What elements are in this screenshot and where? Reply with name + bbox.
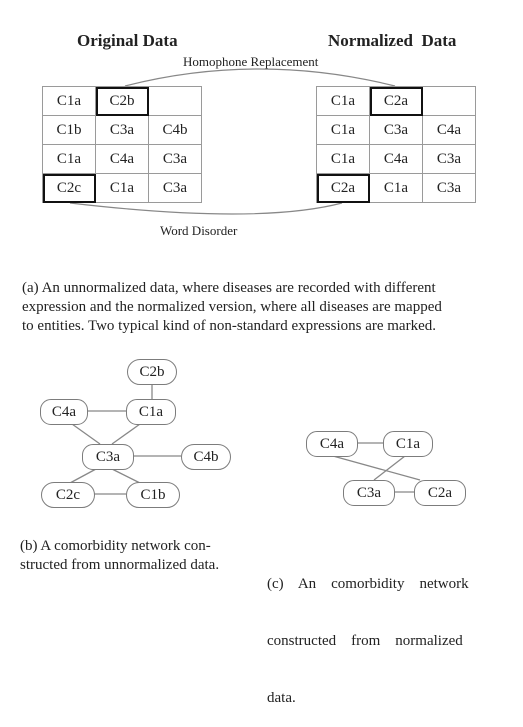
- caption-b: (b) A comorbidity network con- structed …: [20, 537, 219, 575]
- table-cell: C4a: [422, 115, 476, 145]
- table-cell: C1a: [316, 115, 370, 145]
- table-cell: C1a: [95, 173, 149, 203]
- caption-line: structed from unnormalized data.: [20, 557, 220, 573]
- table-cell: C3a: [95, 115, 149, 145]
- node-c3a: C3a: [82, 444, 134, 470]
- table-row: C2c C1a C3a: [42, 173, 202, 203]
- table-cell-marked: C2a: [369, 86, 423, 116]
- table-row: C1a C2a: [316, 86, 476, 116]
- table-cell: C1a: [42, 144, 96, 174]
- normalized-data-title: Normalized Data: [328, 31, 457, 50]
- table-cell: [148, 86, 202, 116]
- table-cell-marked: C2b: [95, 86, 149, 116]
- table-cell: C4a: [95, 144, 149, 174]
- table-cell: [422, 86, 476, 116]
- homophone-arc: [124, 68, 396, 87]
- connector-lines: [69, 68, 421, 495]
- table-cell: C1a: [42, 86, 96, 116]
- table-row: C1b C3a C4b: [42, 115, 202, 145]
- node-c1a: C1a: [126, 399, 176, 425]
- table-cell: C4b: [148, 115, 202, 145]
- edge-c4a-c3a-b: [71, 423, 101, 445]
- table-cell: C1a: [316, 86, 370, 116]
- table-cell-marked: C2c: [42, 173, 96, 203]
- node-c4a: C4a: [40, 399, 88, 425]
- table-cell: C3a: [422, 173, 476, 203]
- edge-c1a-c3a-c: [373, 455, 406, 481]
- node-c2b: C2b: [127, 359, 177, 385]
- word-disorder-label: Word Disorder: [160, 223, 238, 238]
- normalized-data-table: C1a C2a C1a C3a C4a C1a C4a C3a C2a C1a …: [316, 86, 476, 203]
- caption-c: (c) An comorbidity network constructed f…: [267, 537, 469, 727]
- edge-c4a-c2a: [332, 455, 421, 481]
- caption-line: (b) A comorbidity network con-: [20, 538, 211, 554]
- table-cell-marked: C2a: [316, 173, 370, 203]
- homophone-replacement-label: Homophone Replacement: [183, 54, 319, 69]
- node-c1b: C1b: [126, 482, 180, 508]
- caption-a: (a) An unnormalized data, where diseases…: [22, 279, 442, 336]
- caption-line: data.: [267, 690, 296, 706]
- table-row: C2a C1a C3a: [316, 173, 476, 203]
- caption-line: (a) An unnormalized data, where diseases…: [22, 280, 436, 296]
- table-cell: C1b: [42, 115, 96, 145]
- table-cell: C1a: [316, 144, 370, 174]
- caption-line: (c) An comorbidity network: [267, 576, 469, 592]
- node-c3a: C3a: [343, 480, 395, 506]
- table-row: C1a C3a C4a: [316, 115, 476, 145]
- caption-line: constructed from normalized: [267, 633, 463, 649]
- table-cell: C3a: [148, 144, 202, 174]
- table-row: C1a C4a C3a: [316, 144, 476, 174]
- node-c2a: C2a: [414, 480, 466, 506]
- original-data-title: Original Data: [77, 31, 178, 50]
- table-cell: C3a: [148, 173, 202, 203]
- table-row: C1a C2b: [42, 86, 202, 116]
- caption-line: to entities. Two typical kind of non-sta…: [22, 318, 436, 334]
- edge-c3a-c1b: [111, 468, 141, 484]
- table-cell: C4a: [369, 144, 423, 174]
- edge-c3a-c2c: [69, 468, 97, 484]
- node-c1a: C1a: [383, 431, 433, 457]
- table-row: C1a C4a C3a: [42, 144, 202, 174]
- node-c4b: C4b: [181, 444, 231, 470]
- node-c2c: C2c: [41, 482, 95, 508]
- original-data-table: C1a C2b C1b C3a C4b C1a C4a C3a C2c C1a …: [42, 86, 202, 203]
- table-cell: C1a: [369, 173, 423, 203]
- node-c4a: C4a: [306, 431, 358, 457]
- word-disorder-arc: [69, 202, 343, 215]
- edge-c1a-c3a-b: [111, 423, 141, 445]
- table-cell: C3a: [369, 115, 423, 145]
- table-cell: C3a: [422, 144, 476, 174]
- caption-line: expression and the normalized version, w…: [22, 299, 442, 315]
